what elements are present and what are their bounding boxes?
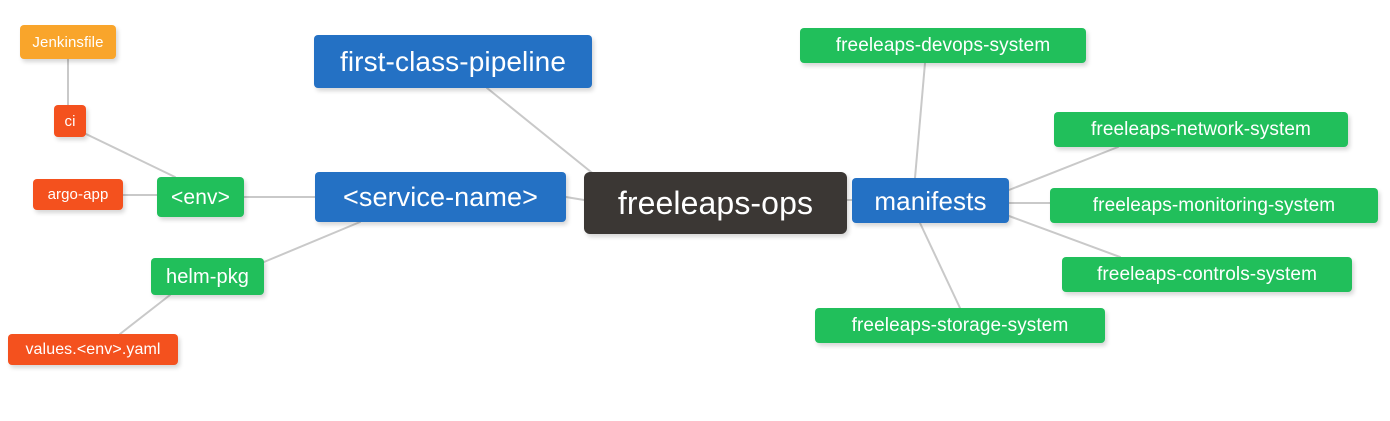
- node-label: freeleaps-devops-system: [835, 35, 1051, 56]
- node-label: Jenkinsfile: [32, 33, 104, 51]
- node-freeleaps-monitoring-system[interactable]: freeleaps-monitoring-system: [1050, 188, 1378, 223]
- node-service-name[interactable]: <service-name>: [315, 172, 566, 222]
- edge-helm-pkg-to-values-yaml: [119, 294, 171, 335]
- edge-manifests-to-freeleaps-controls-system: [1008, 215, 1121, 258]
- node-first-class-pipeline[interactable]: first-class-pipeline: [314, 35, 592, 88]
- node-freeleaps-controls-system[interactable]: freeleaps-controls-system: [1062, 257, 1352, 292]
- node-jenkinsfile[interactable]: Jenkinsfile: [20, 25, 116, 59]
- node-argo-app[interactable]: argo-app: [33, 179, 123, 210]
- node-manifests[interactable]: manifests: [852, 178, 1009, 223]
- node-label: <env>: [171, 185, 230, 209]
- node-label: freeleaps-network-system: [1091, 119, 1311, 140]
- node-label: argo-app: [47, 186, 109, 203]
- node-ci[interactable]: ci: [54, 105, 86, 137]
- edge-service-name-to-helm-pkg: [263, 221, 361, 263]
- node-label: freeleaps-monitoring-system: [1092, 195, 1336, 216]
- node-freeleaps-devops-system[interactable]: freeleaps-devops-system: [800, 28, 1086, 63]
- node-label: first-class-pipeline: [339, 45, 567, 77]
- edge-freeleaps-ops-to-first-class-pipeline: [486, 87, 597, 177]
- edge-freeleaps-ops-to-service-name: [565, 196, 585, 201]
- edge-manifests-to-freeleaps-network-system: [1008, 146, 1119, 191]
- node-label: freeleaps-ops: [617, 185, 814, 221]
- edge-env-to-ci: [85, 133, 176, 178]
- node-label: <service-name>: [343, 181, 538, 212]
- node-freeleaps-storage-system[interactable]: freeleaps-storage-system: [815, 308, 1105, 343]
- node-label: helm-pkg: [165, 265, 250, 288]
- node-label: freeleaps-controls-system: [1096, 264, 1318, 285]
- node-label: ci: [64, 112, 76, 130]
- edge-manifests-to-freeleaps-devops-system: [914, 62, 926, 179]
- edge-manifests-to-freeleaps-storage-system: [919, 222, 961, 309]
- node-label: manifests: [874, 185, 987, 216]
- node-label: freeleaps-storage-system: [851, 315, 1069, 336]
- node-freeleaps-network-system[interactable]: freeleaps-network-system: [1054, 112, 1348, 147]
- node-helm-pkg[interactable]: helm-pkg: [151, 258, 264, 295]
- node-label: values.<env>.yaml: [25, 340, 161, 358]
- node-freeleaps-ops[interactable]: freeleaps-ops: [584, 172, 847, 234]
- node-values-yaml[interactable]: values.<env>.yaml: [8, 334, 178, 365]
- node-env[interactable]: <env>: [157, 177, 244, 217]
